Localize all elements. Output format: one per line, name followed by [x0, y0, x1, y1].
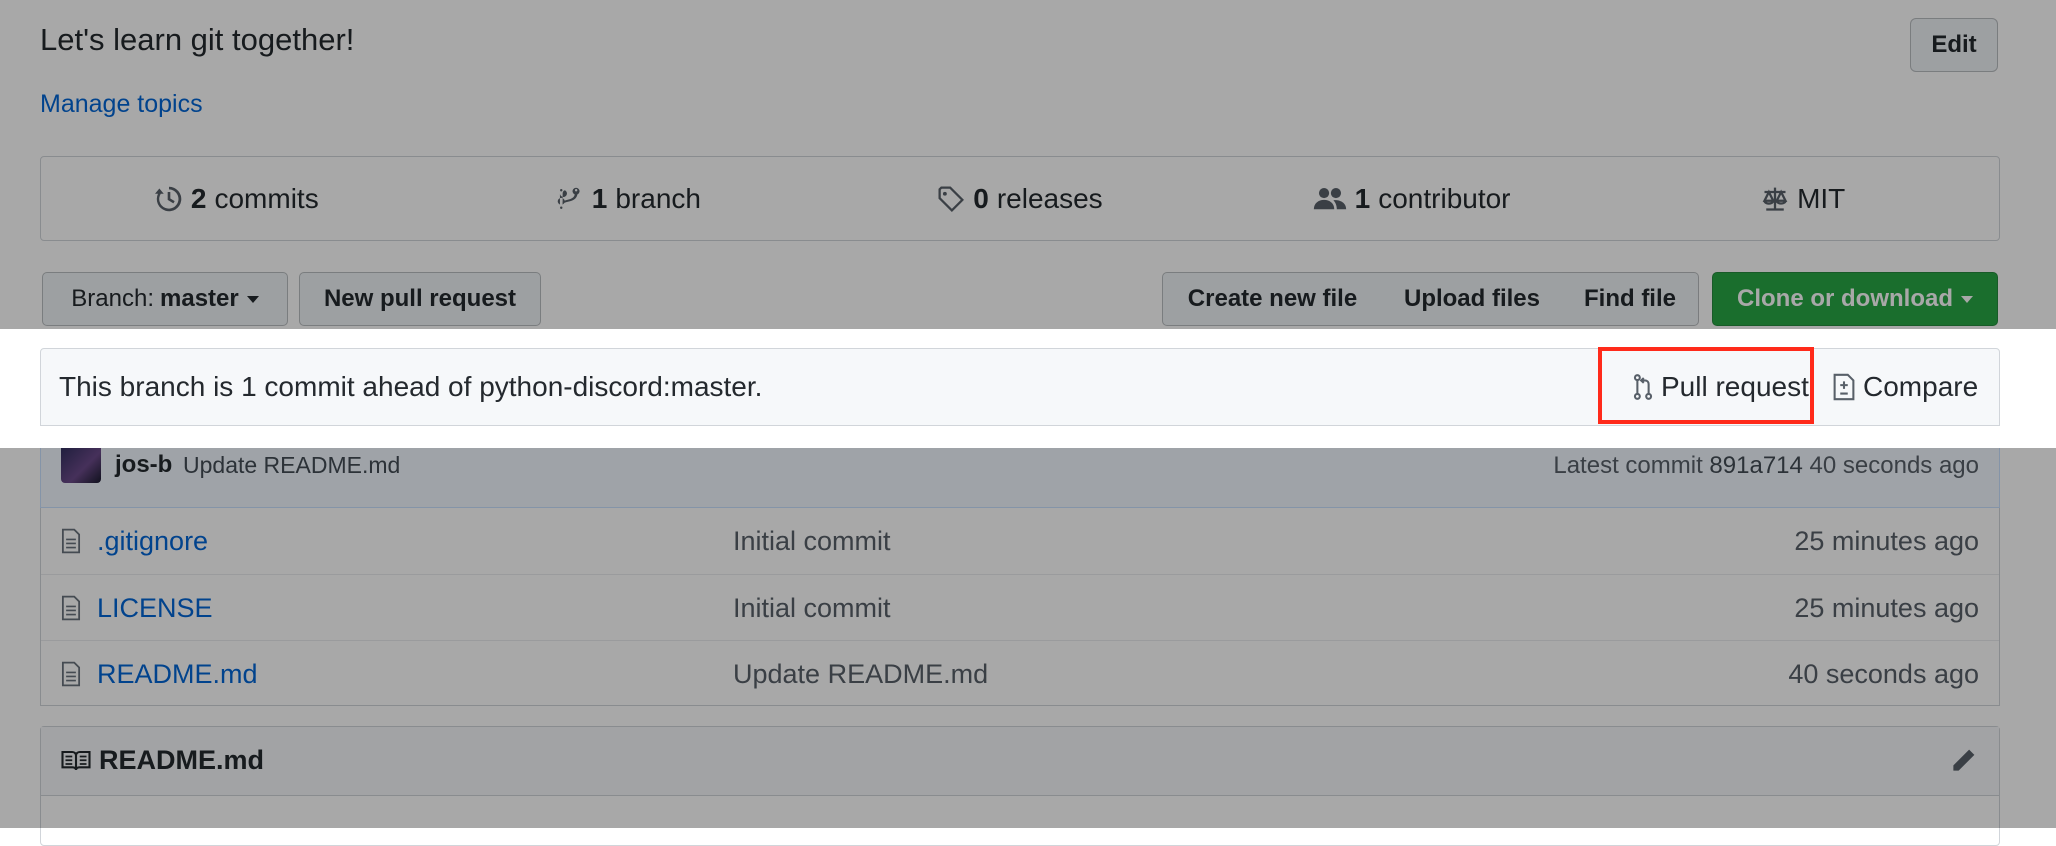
commit-meta: Latest commit 891a714 40 seconds ago [1553, 452, 1979, 480]
summary-commits[interactable]: 2 commits [41, 183, 433, 215]
summary-count: 0 [973, 182, 989, 214]
file-commit-message[interactable]: Initial commit [733, 526, 891, 556]
summary-license[interactable]: MIT [1607, 183, 1999, 215]
readme-title: README.md [99, 745, 265, 775]
file-age: 25 minutes ago [1794, 593, 1979, 623]
summary-count: 2 [190, 182, 207, 214]
file-icon [61, 528, 81, 554]
file-diff-icon [1833, 373, 1855, 401]
summary-count: 1 [1354, 182, 1371, 214]
file-name[interactable]: LICENSE [97, 593, 213, 623]
branch-select-button[interactable]: Branch: master [42, 272, 288, 326]
branch-icon [557, 187, 580, 209]
table-row: LICENSE Initial commit 25 minutes ago [41, 574, 1999, 641]
avatar[interactable] [61, 443, 101, 483]
create-new-file-button[interactable]: Create new file [1162, 272, 1383, 326]
file-age: 40 seconds ago [1788, 659, 1979, 689]
pull-request-link[interactable]: Pull request [1617, 359, 1823, 415]
find-file-button[interactable]: Find file [1562, 272, 1699, 326]
git-pull-request-icon [1633, 374, 1653, 400]
file-icon [61, 595, 81, 621]
file-icon [61, 661, 81, 687]
pull-request-highlight-box [1598, 347, 1814, 424]
numbers-summary: 2 commits 1 branch 0 releases 1 contribu… [40, 156, 2000, 241]
compare-label: Compare [1863, 371, 1979, 402]
table-row: README.md Update README.md 40 seconds ag… [41, 640, 1999, 707]
commit-age: 40 seconds ago [1809, 452, 1979, 479]
upload-files-button[interactable]: Upload files [1382, 272, 1563, 326]
summary-label: branch [615, 182, 701, 214]
summary-contributors[interactable]: 1 contributor [1216, 183, 1608, 215]
compare-link[interactable]: Compare [1827, 359, 1978, 415]
tag-icon [938, 185, 965, 212]
file-name[interactable]: .gitignore [97, 526, 209, 556]
file-name[interactable]: README.md [97, 659, 258, 689]
caret-down-icon [1961, 295, 1973, 303]
pull-request-label: Pull request [1661, 371, 1809, 402]
branch-infobar: This branch is 1 commit ahead of python-… [40, 348, 2000, 426]
branch-ahead-message: This branch is 1 commit ahead of python-… [59, 371, 763, 402]
commit-author[interactable]: jos-b [115, 451, 173, 478]
file-commit-message[interactable]: Initial commit [733, 593, 891, 623]
edit-button[interactable]: Edit [1910, 18, 1998, 72]
caret-down-icon [246, 295, 259, 303]
latest-commit-label: Latest commit [1553, 452, 1703, 479]
commit-sha[interactable]: 891a714 [1709, 452, 1803, 479]
summary-label: MIT [1797, 182, 1846, 214]
manage-topics-link[interactable]: Manage topics [40, 90, 203, 118]
commit-message[interactable]: Update README.md [183, 452, 401, 478]
table-row: .gitignore Initial commit 25 minutes ago [41, 508, 1999, 574]
history-icon [154, 186, 182, 211]
summary-releases[interactable]: 0 releases [824, 183, 1216, 215]
summary-label: commits [214, 182, 319, 214]
clone-or-download-button[interactable]: Clone or download [1712, 272, 1998, 326]
pencil-icon[interactable] [1949, 747, 1977, 775]
book-icon [61, 750, 91, 771]
summary-branches[interactable]: 1 branch [433, 183, 825, 215]
file-commit-message[interactable]: Update README.md [733, 659, 989, 689]
summary-count: 1 [591, 182, 608, 214]
file-age: 25 minutes ago [1794, 526, 1979, 556]
branch-prefix: Branch: [71, 285, 154, 312]
summary-label: contributor [1378, 182, 1511, 214]
summary-label: releases [996, 182, 1103, 214]
readme-header: README.md [41, 727, 1999, 796]
law-icon [1762, 187, 1788, 211]
clone-label: Clone or download [1737, 285, 1953, 312]
new-pull-request-button[interactable]: New pull request [299, 272, 541, 326]
branch-name: master [160, 285, 239, 312]
file-table: .gitignore Initial commit 25 minutes ago… [40, 508, 2000, 706]
readme-panel: README.md [40, 726, 2000, 846]
people-icon [1313, 187, 1346, 209]
repo-description: Let's learn git together! [40, 22, 355, 57]
